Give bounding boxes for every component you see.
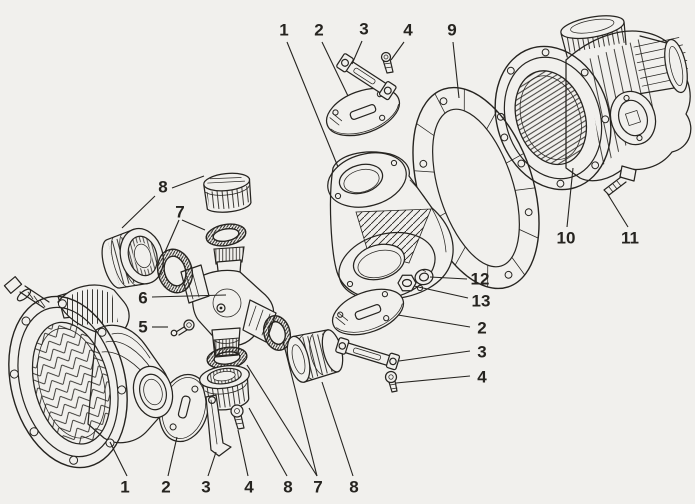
part-lock-strap-right	[335, 337, 401, 371]
callout-label-4: 4	[244, 478, 254, 497]
callout-label-8: 8	[283, 478, 292, 497]
callout-label-2: 2	[314, 21, 323, 40]
part-nut-12	[397, 274, 417, 292]
callout-label-3: 3	[477, 343, 486, 362]
callout-label-5: 5	[138, 318, 147, 337]
callout-leader-3	[351, 40, 363, 65]
part-bolt-lower	[230, 404, 245, 430]
callout-leader-8	[248, 407, 288, 477]
callout-label-12: 12	[471, 270, 490, 289]
part-grease-fitting	[170, 319, 195, 337]
callout-label-7: 7	[313, 478, 322, 497]
callout-label-9: 9	[447, 21, 456, 40]
callout-leader-11	[606, 192, 629, 228]
callout-label-13: 13	[472, 292, 491, 311]
callout-leader-13	[413, 285, 469, 299]
housing-top-bell	[560, 15, 627, 58]
part-bearing-cup-lower	[199, 365, 250, 411]
part-bolt-right	[384, 370, 398, 393]
callout-leader-2	[321, 41, 349, 97]
callout-label-1: 1	[279, 21, 288, 40]
callout-leader-8	[321, 381, 354, 477]
callout-leader-1	[109, 441, 128, 477]
callout-leader-8	[121, 195, 156, 229]
callout-label-2: 2	[477, 319, 486, 338]
callout-label-4: 4	[403, 21, 413, 40]
part-housing-right	[494, 15, 692, 196]
callout-leader-4	[395, 375, 471, 384]
needle-rollers	[128, 236, 158, 276]
housing-flange	[494, 45, 612, 191]
callout-leader-7	[246, 364, 318, 477]
part-seal-ring-top	[205, 223, 247, 247]
housing-left-opening	[31, 321, 111, 445]
part-spider-cross	[180, 172, 277, 358]
callout-label-10: 10	[557, 229, 576, 248]
housing-opening	[514, 70, 588, 166]
part-bolt-11	[603, 165, 637, 196]
part-bolt-top	[380, 51, 394, 74]
callout-leader-8	[171, 175, 205, 189]
part-seal-ring-left	[156, 248, 194, 294]
part-housing-left	[3, 276, 174, 469]
callout-label-8: 8	[158, 178, 167, 197]
callout-label-3: 3	[359, 20, 368, 39]
callout-leader-6	[151, 294, 227, 298]
part-bearing-cup-top	[203, 172, 252, 213]
callout-leader-10	[566, 167, 574, 228]
part-bearing-cup-right	[286, 329, 344, 383]
callout-leader-9	[452, 41, 460, 99]
callout-label-4: 4	[477, 368, 487, 387]
callout-leader-1	[286, 41, 339, 168]
callout-label-3: 3	[201, 478, 210, 497]
callout-label-7: 7	[175, 203, 184, 222]
callout-label-6: 6	[138, 289, 147, 308]
callout-leader-12	[429, 276, 468, 280]
part-cover-plate-right	[331, 288, 405, 336]
housing-left-flange	[8, 295, 128, 469]
part-lock-strap-lower	[205, 394, 232, 457]
callout-leader-3	[398, 350, 471, 362]
part-flange-yoke-middle	[327, 151, 454, 301]
callout-label-8: 8	[349, 478, 358, 497]
callout-label-2: 2	[161, 478, 170, 497]
callout-leader-7	[282, 340, 318, 477]
housing-side-cap	[609, 90, 657, 146]
callout-label-11: 11	[621, 229, 639, 248]
callout-leader-4	[237, 429, 249, 477]
part-lock-strap-top	[336, 53, 397, 101]
part-bearing-cup-left	[101, 227, 164, 289]
housing-rear-cylinder	[633, 35, 688, 95]
callout-leader-7	[164, 219, 180, 253]
part-washer-13	[414, 268, 434, 286]
callout-leader-2	[397, 314, 471, 328]
callout-leader-7	[181, 219, 206, 231]
callout-leader-3	[207, 451, 217, 477]
housing-left-top-bolt	[3, 276, 50, 309]
callout-label-1: 1	[120, 478, 129, 497]
callout-leader-4	[390, 41, 405, 61]
callout-leader-2	[167, 436, 178, 477]
